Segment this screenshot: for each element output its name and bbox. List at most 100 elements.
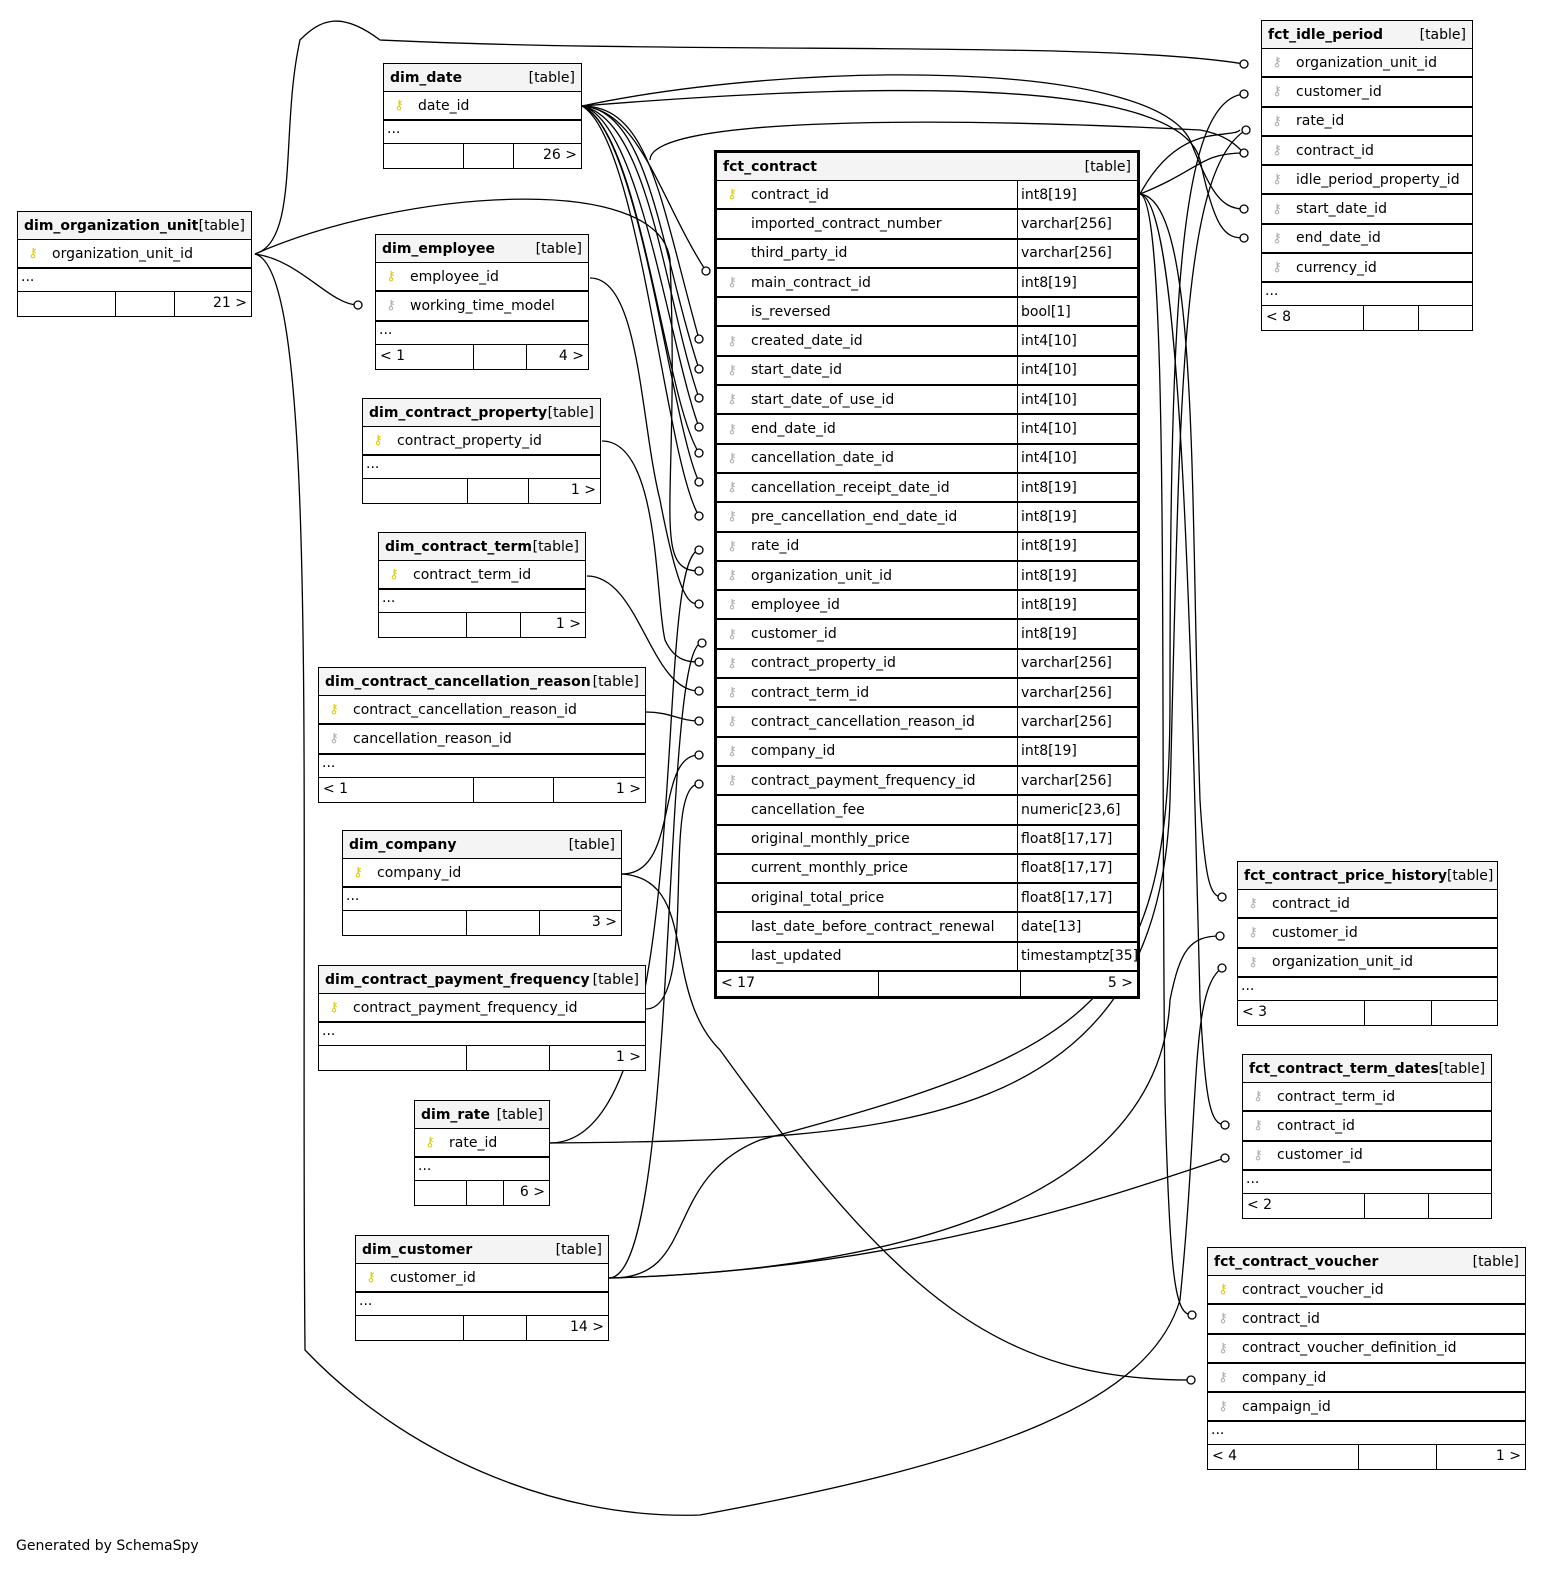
table-fct-contract[interactable]: fct_contract [table] ⚷ contract_id int8[… bbox=[714, 150, 1140, 1000]
table-dim-rate[interactable]: dim_rate [table] ⚷ rate_id ... 6 > bbox=[414, 1100, 550, 1207]
children-count[interactable]: 1 > bbox=[570, 482, 596, 499]
parents-count[interactable] bbox=[363, 479, 468, 504]
parents-count[interactable] bbox=[319, 1046, 467, 1071]
column-row[interactable]: original_monthly_price float8[17,17] bbox=[717, 825, 1137, 855]
parents-count[interactable]: < 1 bbox=[319, 777, 474, 802]
children-count[interactable]: 3 > bbox=[591, 914, 617, 931]
column-row[interactable]: ⚷ campaign_id bbox=[1208, 1393, 1525, 1423]
column-row[interactable]: ⚷ customer_id bbox=[1243, 1142, 1491, 1171]
column-row[interactable]: cancellation_fee numeric[23,6] bbox=[717, 796, 1137, 826]
column-row[interactable]: ⚷ main_contract_id int8[19] bbox=[717, 268, 1137, 299]
column-row[interactable]: ⚷ contract_id bbox=[1243, 1112, 1491, 1142]
column-row[interactable]: ⚷ organization_unit_id bbox=[18, 240, 251, 270]
column-row[interactable]: ⚷ end_date_id int4[10] bbox=[717, 415, 1137, 445]
column-row[interactable]: last_updated timestamptz[35] bbox=[717, 942, 1138, 973]
table-dim-organization-unit[interactable]: dim_organization_unit [table] ⚷ organiza… bbox=[17, 211, 252, 318]
column-row[interactable]: ⚷ organization_unit_id bbox=[1262, 49, 1472, 79]
table-fct-contract-price-history[interactable]: fct_contract_price_history [table] ⚷ con… bbox=[1237, 861, 1498, 1026]
column-row[interactable]: ⚷ rate_id int8[19] bbox=[717, 532, 1137, 562]
column-row[interactable]: ⚷ organization_unit_id bbox=[1238, 949, 1497, 978]
column-row[interactable]: ⚷ contract_property_id bbox=[363, 427, 600, 457]
table-dim-customer[interactable]: dim_customer [table] ⚷ customer_id ... 1… bbox=[355, 1235, 609, 1342]
column-row[interactable]: ⚷ created_date_id int4[10] bbox=[717, 327, 1137, 357]
column-row[interactable]: last_date_before_contract_renewal date[1… bbox=[717, 913, 1137, 943]
children-count[interactable]: 14 > bbox=[570, 1319, 604, 1336]
column-row[interactable]: ⚷ employee_id int8[19] bbox=[717, 591, 1137, 621]
column-row[interactable]: original_total_price float8[17,17] bbox=[717, 884, 1137, 914]
column-row[interactable]: imported_contract_number varchar[256] bbox=[717, 210, 1137, 240]
parents-count[interactable]: < 2 bbox=[1243, 1193, 1365, 1218]
table-dim-date[interactable]: dim_date [table] ⚷ date_id ... 26 > bbox=[383, 63, 582, 170]
children-count[interactable]: 4 > bbox=[558, 347, 584, 364]
column-row[interactable]: ⚷ date_id bbox=[384, 92, 581, 122]
parents-count[interactable]: < 8 bbox=[1262, 306, 1364, 331]
column-row[interactable]: ⚷ rate_id bbox=[1262, 108, 1472, 137]
column-row[interactable]: ⚷ contract_voucher_definition_id bbox=[1208, 1335, 1525, 1364]
children-count[interactable]: 1 > bbox=[615, 1049, 641, 1066]
column-row[interactable]: ⚷ rate_id bbox=[415, 1129, 549, 1159]
parents-count[interactable]: < 4 bbox=[1208, 1445, 1359, 1470]
children-count[interactable] bbox=[1419, 306, 1472, 330]
column-row[interactable]: ⚷ contract_term_id varchar[256] bbox=[717, 679, 1137, 709]
column-row[interactable]: is_reversed bool[1] bbox=[717, 298, 1137, 328]
column-row[interactable]: ⚷ company_id bbox=[1208, 1364, 1525, 1394]
column-row[interactable]: ⚷ customer_id bbox=[1238, 919, 1497, 949]
parents-count[interactable] bbox=[384, 144, 464, 169]
column-row[interactable]: ⚷ contract_term_id bbox=[379, 561, 585, 591]
parents-count[interactable] bbox=[18, 292, 116, 317]
column-row[interactable]: ⚷ cancellation_reason_id bbox=[319, 725, 645, 755]
column-row[interactable]: ⚷ cancellation_receipt_date_id int8[19] bbox=[717, 473, 1137, 504]
column-row[interactable]: ⚷ cancellation_date_id int4[10] bbox=[717, 444, 1137, 474]
column-row[interactable]: ⚷ company_id int8[19] bbox=[717, 737, 1137, 767]
column-row[interactable]: ⚷ contract_id bbox=[1208, 1305, 1525, 1335]
parents-count[interactable]: < 1 bbox=[376, 344, 474, 369]
column-row[interactable]: ⚷ start_date_id bbox=[1262, 195, 1472, 225]
column-row[interactable]: ⚷ currency_id bbox=[1262, 254, 1472, 284]
table-dim-employee[interactable]: dim_employee [table] ⚷ employee_id ⚷ wor… bbox=[375, 234, 589, 370]
column-row[interactable]: ⚷ customer_id int8[19] bbox=[717, 620, 1137, 650]
column-row[interactable]: ⚷ pre_cancellation_end_date_id int8[19] bbox=[717, 503, 1137, 533]
table-fct-contract-voucher[interactable]: fct_contract_voucher [table] ⚷ contract_… bbox=[1207, 1247, 1526, 1471]
column-row[interactable]: ⚷ contract_id bbox=[1238, 890, 1497, 920]
children-count[interactable]: 1 > bbox=[615, 780, 641, 797]
column-row[interactable]: ⚷ idle_period_property_id bbox=[1262, 166, 1472, 196]
children-count[interactable] bbox=[1429, 1194, 1491, 1218]
column-row[interactable]: ⚷ end_date_id bbox=[1262, 225, 1472, 255]
column-row[interactable]: ⚷ customer_id bbox=[1262, 78, 1472, 108]
column-row[interactable]: ⚷ contract_cancellation_reason_id varcha… bbox=[717, 708, 1137, 738]
children-count[interactable] bbox=[1432, 1001, 1497, 1025]
parents-count[interactable] bbox=[356, 1316, 464, 1341]
column-row[interactable]: ⚷ company_id bbox=[343, 859, 621, 889]
column-row[interactable]: ⚷ start_date_of_use_id int4[10] bbox=[717, 386, 1137, 416]
column-row[interactable]: ⚷ working_time_model bbox=[376, 292, 588, 322]
column-row[interactable]: third_party_id varchar[256] bbox=[717, 239, 1137, 269]
children-count[interactable]: 6 > bbox=[519, 1184, 545, 1201]
parents-count[interactable] bbox=[343, 911, 467, 936]
column-row[interactable]: ⚷ organization_unit_id int8[19] bbox=[717, 561, 1137, 592]
table-fct-idle-period[interactable]: fct_idle_period [table] ⚷ organization_u… bbox=[1261, 20, 1473, 332]
column-row[interactable]: ⚷ contract_payment_frequency_id bbox=[319, 994, 645, 1024]
column-row[interactable]: ⚷ contract_voucher_id bbox=[1208, 1276, 1525, 1306]
children-count[interactable]: 1 > bbox=[555, 616, 581, 633]
column-row[interactable]: ⚷ start_date_id int4[10] bbox=[717, 356, 1137, 387]
children-count[interactable]: 5 > bbox=[1107, 975, 1133, 992]
table-fct-contract-term-dates[interactable]: fct_contract_term_dates [table] ⚷ contra… bbox=[1242, 1054, 1492, 1219]
parents-count[interactable] bbox=[415, 1181, 467, 1206]
column-row[interactable]: ⚷ contract_property_id varchar[256] bbox=[717, 649, 1137, 680]
column-row[interactable]: ⚷ contract_id int8[19] bbox=[717, 181, 1137, 211]
table-dim-contract-cancellation-reason[interactable]: dim_contract_cancellation_reason [table]… bbox=[318, 667, 646, 803]
parents-count[interactable]: < 3 bbox=[1238, 1000, 1365, 1025]
table-dim-company[interactable]: dim_company [table] ⚷ company_id ... 3 > bbox=[342, 830, 622, 937]
parents-count[interactable]: < 17 bbox=[717, 972, 879, 997]
column-row[interactable]: ⚷ customer_id bbox=[356, 1264, 608, 1294]
table-dim-contract-payment-frequency[interactable]: dim_contract_payment_frequency [table] ⚷… bbox=[318, 965, 646, 1072]
table-dim-contract-term[interactable]: dim_contract_term [table] ⚷ contract_ter… bbox=[378, 532, 586, 639]
column-row[interactable]: current_monthly_price float8[17,17] bbox=[717, 854, 1137, 885]
column-row[interactable]: ⚷ contract_id bbox=[1262, 137, 1472, 167]
column-row[interactable]: ⚷ contract_term_id bbox=[1243, 1083, 1491, 1113]
column-row[interactable]: ⚷ contract_payment_frequency_id varchar[… bbox=[717, 766, 1137, 797]
table-dim-contract-property[interactable]: dim_contract_property [table] ⚷ contract… bbox=[362, 398, 601, 505]
column-row[interactable]: ⚷ employee_id bbox=[376, 263, 588, 293]
children-count[interactable]: 1 > bbox=[1495, 1448, 1521, 1465]
children-count[interactable]: 21 > bbox=[213, 295, 247, 312]
